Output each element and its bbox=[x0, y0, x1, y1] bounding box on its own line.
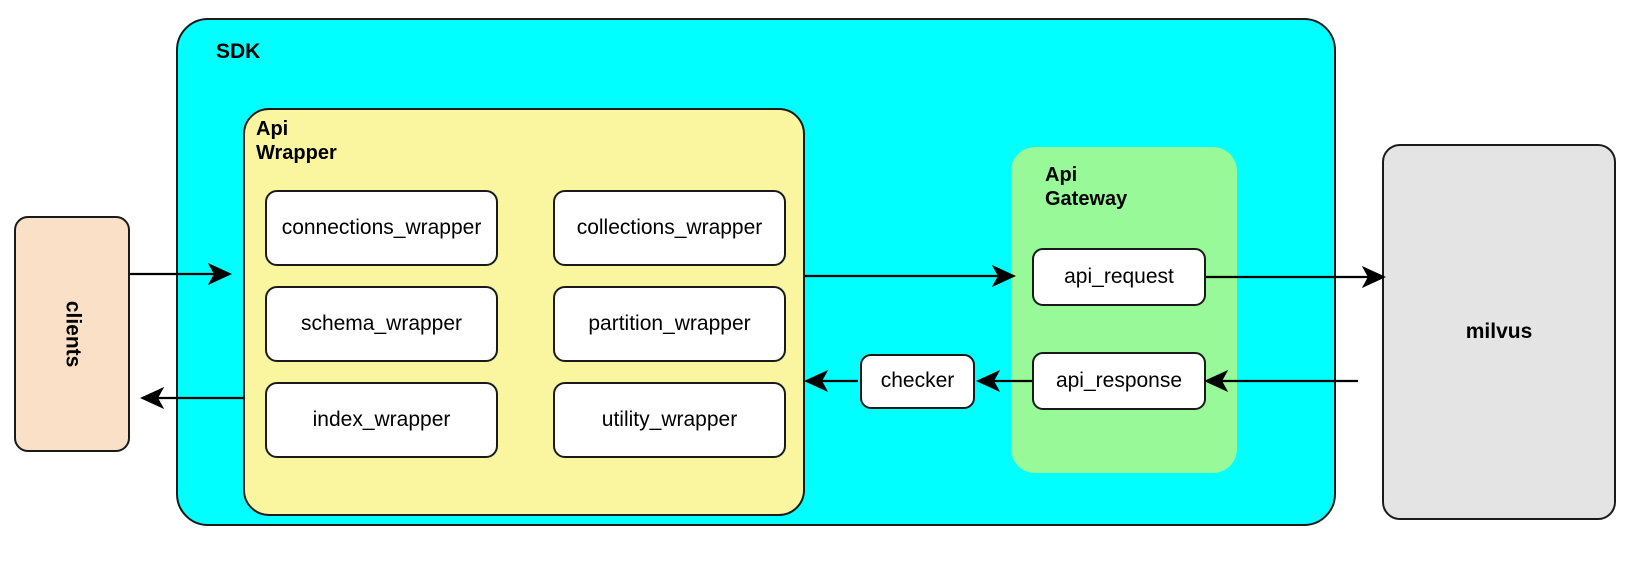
node-api-response[interactable]: api_response bbox=[1032, 352, 1206, 410]
node-collections-wrapper-label: collections_wrapper bbox=[576, 215, 763, 239]
node-schema-wrapper[interactable]: schema_wrapper bbox=[265, 286, 498, 362]
node-connections-wrapper[interactable]: connections_wrapper bbox=[265, 190, 498, 266]
node-utility-wrapper-label: utility_wrapper bbox=[601, 407, 738, 431]
container-api-gateway-label: Api Gateway bbox=[1045, 164, 1128, 210]
node-connections-wrapper-label: connections_wrapper bbox=[281, 215, 482, 239]
node-checker[interactable]: checker bbox=[860, 354, 975, 409]
node-collections-wrapper[interactable]: collections_wrapper bbox=[553, 190, 786, 266]
container-api-gateway[interactable] bbox=[1011, 147, 1237, 473]
node-schema-wrapper-label: schema_wrapper bbox=[300, 311, 463, 335]
node-checker-label: checker bbox=[880, 369, 955, 393]
node-clients-label: clients bbox=[61, 300, 85, 368]
node-partition-wrapper[interactable]: partition_wrapper bbox=[553, 286, 786, 362]
node-partition-wrapper-label: partition_wrapper bbox=[588, 311, 751, 335]
node-milvus[interactable]: milvus bbox=[1382, 144, 1616, 520]
node-utility-wrapper[interactable]: utility_wrapper bbox=[553, 382, 786, 458]
node-milvus-label: milvus bbox=[1465, 319, 1533, 343]
container-sdk-label: SDK bbox=[216, 40, 261, 63]
node-index-wrapper[interactable]: index_wrapper bbox=[265, 382, 498, 458]
node-api-response-label: api_response bbox=[1055, 368, 1183, 392]
container-api-wrapper-label: Api Wrapper bbox=[256, 118, 337, 164]
node-api-request[interactable]: api_request bbox=[1032, 248, 1206, 306]
node-clients[interactable]: clients bbox=[14, 216, 130, 452]
node-index-wrapper-label: index_wrapper bbox=[312, 407, 451, 431]
node-api-request-label: api_request bbox=[1064, 264, 1174, 288]
